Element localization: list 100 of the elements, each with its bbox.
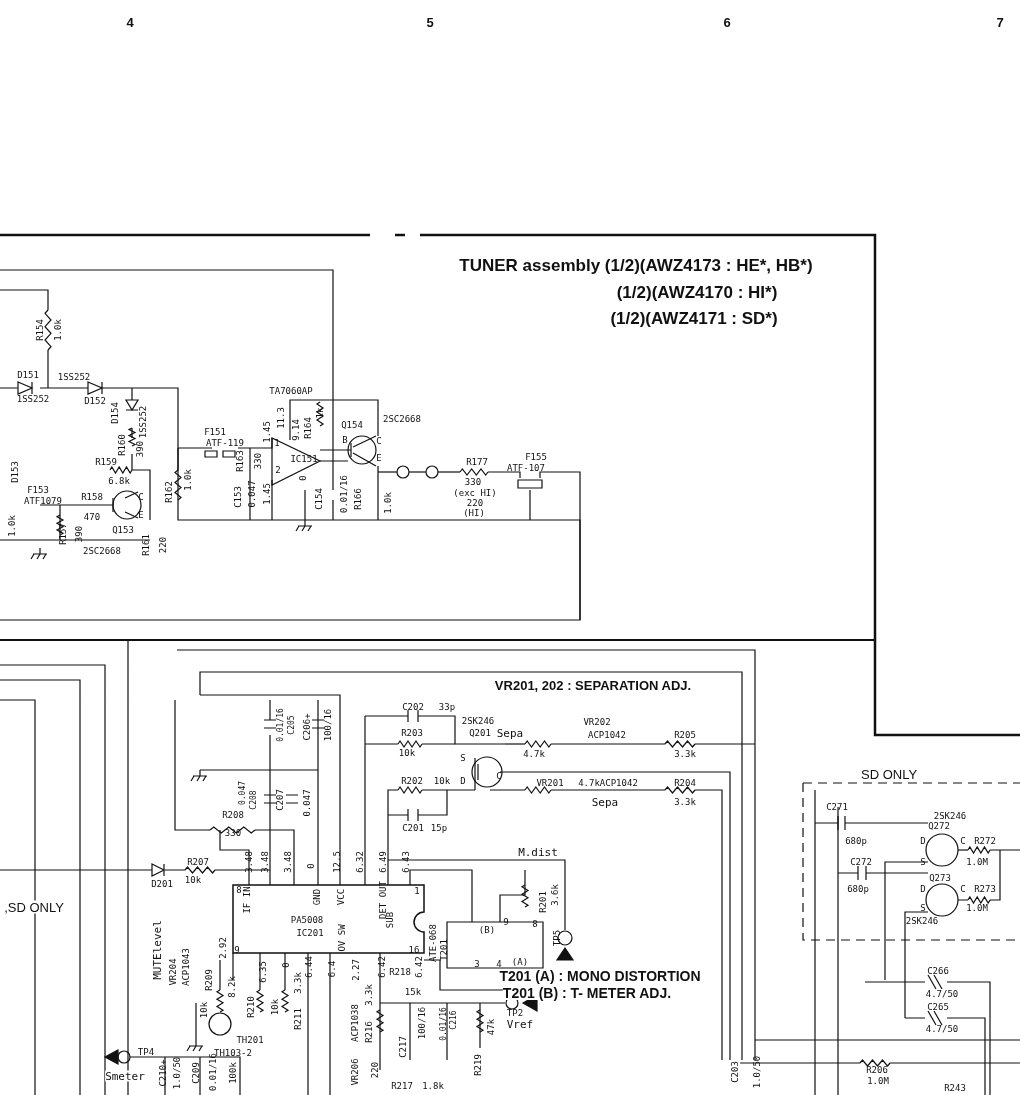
part-label: C205: [288, 715, 296, 735]
value-label: (exc HI): [453, 488, 497, 498]
value-label: 330: [464, 477, 482, 487]
part-label: R158: [81, 492, 103, 502]
part-label: C201: [402, 823, 424, 833]
part-label: Q154: [341, 420, 363, 430]
voltage-label: 6.44: [304, 956, 314, 978]
pin-label: S: [920, 903, 926, 913]
part-label: R216: [364, 1021, 374, 1043]
part-label: C153: [233, 486, 243, 508]
voltage-label: 3.48: [260, 851, 270, 873]
assembly-heading: TUNER assembly (1/2)(AWZ4173 : HE*, HB*): [459, 256, 813, 274]
part-label: R218: [389, 967, 411, 977]
pin-label: 9: [503, 917, 509, 927]
voltage-label: 1.45: [262, 421, 272, 443]
pin-label: 8: [236, 885, 242, 895]
voltage-label: 3.48: [244, 851, 254, 873]
part-label: R210: [246, 996, 256, 1018]
value-label: 0.01/16: [440, 1007, 448, 1041]
voltage-label: 0: [281, 962, 291, 968]
pin-label: E: [138, 510, 144, 520]
voltage-label: 11.3: [276, 407, 286, 429]
value-label: 470: [83, 512, 101, 522]
value-label: ATF-107: [507, 463, 545, 473]
part-label: VR206: [350, 1058, 360, 1086]
part-label: C208: [250, 790, 258, 810]
part-label: TH201: [236, 1035, 264, 1045]
part-label: TP5: [552, 929, 562, 947]
value-label: 0.047: [247, 480, 257, 508]
voltage-label: 6.35: [258, 961, 268, 983]
value-label: 220: [370, 1061, 380, 1079]
pin-label: S: [460, 753, 466, 763]
value-label: TA7060AP: [269, 386, 313, 396]
part-label: C217: [398, 1036, 408, 1058]
value-label: 4.7/50: [925, 989, 959, 999]
value-label: 15p: [430, 823, 448, 833]
part-label: C272: [850, 857, 872, 867]
value-label: 8.2k: [227, 976, 237, 998]
note: Smeter: [105, 1070, 145, 1082]
value-label: 0.047: [239, 780, 247, 806]
part-label: C209: [191, 1062, 201, 1084]
value-label: 1.0M: [966, 903, 988, 913]
part-label: R161: [141, 534, 151, 556]
assembly-heading: (1/2)(AWZ4171 : SD*): [610, 309, 778, 327]
pin-label: E: [376, 453, 382, 463]
part-label: R206: [866, 1065, 888, 1075]
value-label: 2SK246: [461, 716, 495, 726]
voltage-label: 9.14: [291, 419, 301, 441]
part-label: PA5008: [290, 915, 324, 925]
value-label: 1.0k: [53, 319, 63, 341]
part-label: VR202: [583, 717, 611, 727]
value-label: ATE-068: [428, 924, 438, 962]
pin-label: 2: [275, 465, 281, 475]
value-label: 100k: [228, 1062, 238, 1084]
value-label: 1k: [315, 407, 325, 419]
part-label: R160: [117, 434, 127, 456]
value-label: 220: [158, 536, 168, 554]
pin-label: C: [376, 436, 382, 446]
voltage-label: 2.27: [351, 959, 361, 981]
column-number: 4: [126, 15, 134, 29]
part-label: R209: [204, 969, 214, 991]
value-label: 33p: [438, 702, 456, 712]
pin-label: 8: [532, 919, 538, 929]
pin-label: 16: [408, 945, 420, 955]
pin-label: S: [920, 857, 926, 867]
pin-label: (B): [478, 925, 496, 935]
value-label: 10k: [270, 998, 280, 1016]
value-label: 1.0/50: [172, 1056, 182, 1090]
part-label: D201: [151, 879, 173, 889]
pin-label: C: [960, 884, 966, 894]
assembly-heading: (1/2)(AWZ4170 : HI*): [616, 283, 778, 301]
column-number: 7: [996, 15, 1004, 29]
value-label: 10k: [433, 776, 451, 786]
part-label: R208: [222, 810, 244, 820]
pin-label: 9: [234, 945, 240, 955]
part-label: C271: [826, 802, 848, 812]
value-label: 100/16: [323, 708, 333, 742]
value-label: 2SK246: [905, 916, 939, 926]
part-label: C216: [450, 1010, 458, 1030]
value-label: 15k: [404, 987, 422, 997]
value-label: 680p: [847, 884, 869, 894]
value-label: 47k: [486, 1018, 496, 1036]
part-label: C202: [402, 702, 424, 712]
value-label: 10k: [184, 875, 202, 885]
part-label: Q153: [112, 525, 134, 535]
part-label: R205: [674, 730, 696, 740]
pin-label: C: [138, 492, 144, 502]
value-label: 3.3k: [674, 749, 696, 759]
pin-label: D: [460, 776, 466, 786]
voltage-label: 1.45: [262, 483, 272, 505]
value-label: ATF1079: [24, 496, 62, 506]
part-label: R163: [235, 450, 245, 472]
part-label: R166: [353, 488, 363, 510]
value-label: 10k: [398, 748, 416, 758]
pin-label: GND: [312, 888, 322, 906]
value-label: 1SS252: [138, 405, 148, 439]
value-label: ATF-119: [206, 438, 244, 448]
part-label: R217: [391, 1081, 413, 1091]
part-label: R201: [538, 891, 548, 913]
value-label: 3.3k: [364, 984, 374, 1006]
